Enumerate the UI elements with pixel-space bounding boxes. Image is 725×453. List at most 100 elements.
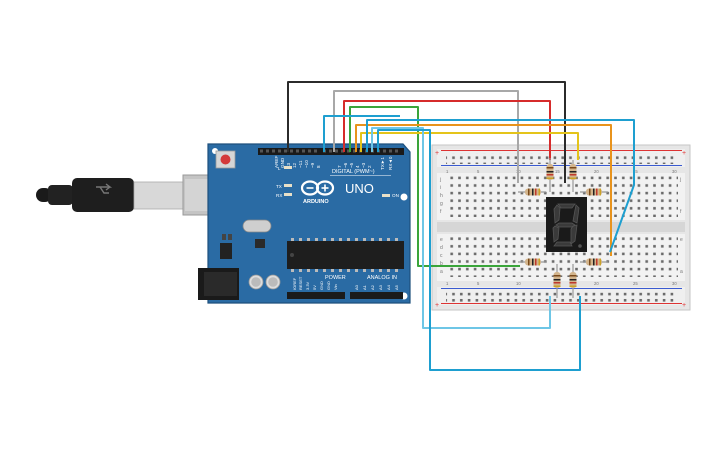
digital-header: [258, 148, 404, 155]
column-number: 5: [477, 169, 480, 174]
analog-pin-a4: A4: [386, 284, 391, 290]
crystal: [242, 219, 272, 233]
analog-pin-a2: A2: [370, 284, 375, 290]
wires[interactable]: [287, 81, 635, 371]
analog-pin-a5: A5: [394, 284, 399, 290]
row-letter: g: [440, 201, 443, 207]
column-number: 5: [477, 281, 480, 286]
power-pin-vin: Vin: [333, 284, 338, 290]
wire-red: [343, 100, 551, 160]
analog-in-label: ANALOG IN: [367, 275, 397, 281]
arduino-infinity-logo-icon: [300, 180, 335, 196]
column-number: 1: [446, 169, 449, 174]
segment-b: [572, 204, 580, 224]
rail-holes-bottom[interactable]: [446, 291, 678, 302]
pin-label-5: ~5: [349, 162, 354, 168]
power-pin-gnd-2: GND: [326, 281, 331, 290]
pin-label-8: 8: [316, 165, 321, 168]
wire-orange: [355, 124, 612, 256]
row-letter: j: [679, 177, 681, 183]
reset-button-icon[interactable]: [215, 150, 236, 169]
row-letter: e: [680, 237, 683, 243]
rail-plus-label-bottom-right: +: [682, 302, 686, 309]
usb-cable-icon[interactable]: [36, 174, 228, 216]
segment-a: [557, 203, 576, 209]
row-letter: c: [440, 253, 443, 259]
column-number: 10: [516, 281, 521, 286]
pin-label-7: 7: [337, 165, 342, 168]
resistor-6: [580, 258, 608, 266]
pin-label-13: 13: [286, 162, 291, 168]
resistor-4: [580, 188, 608, 196]
row-letter: a: [440, 269, 443, 275]
row-letter: i: [440, 185, 441, 191]
power-jack: [198, 268, 239, 300]
atmega-chip: [287, 238, 404, 272]
board-model: UNO: [345, 181, 374, 196]
segment-f: [553, 204, 561, 224]
breadboard[interactable]: + + + + j i h g f: [431, 144, 691, 311]
pin-label-3: ~3: [361, 162, 366, 168]
wire-yellow: [360, 132, 579, 160]
row-letter: e: [440, 237, 443, 243]
column-number: 15: [555, 169, 560, 174]
resistor-1: [518, 188, 546, 196]
resistors[interactable]: [518, 158, 608, 298]
power-header: [287, 292, 403, 299]
power-label: POWER: [325, 275, 346, 281]
analog-pin-a3: A3: [378, 284, 383, 290]
column-number: 20: [594, 281, 599, 286]
power-pin-3v3: 3.3V: [305, 281, 310, 290]
arduino-board[interactable]: AREF GND 13 12 ~11 ~10 ~9 8 7 ~6 ~5 4 ~3…: [198, 143, 411, 304]
wire-lightblue: [366, 119, 635, 253]
digital-pwm-label: DIGITAL (PWM~): [332, 169, 375, 175]
pin-label-gnd: GND: [280, 157, 285, 168]
wire-blue-lower: [371, 127, 551, 329]
row-letter: j: [439, 177, 441, 183]
regulator-chip: [255, 239, 265, 248]
rx-label: RX: [276, 193, 282, 198]
decimal-point: [578, 244, 582, 248]
row-letter: d: [440, 245, 443, 251]
row-letter: h: [440, 193, 443, 199]
board-brand: ARDUINO: [303, 199, 329, 205]
column-number: 20: [594, 169, 599, 174]
column-number: 30: [672, 169, 677, 174]
row-letter: f: [680, 209, 682, 215]
row-letter: b: [440, 261, 443, 267]
column-number: 25: [633, 169, 638, 174]
power-pin-gnd: GND: [319, 281, 324, 290]
pin-label-0: RX◄0: [388, 156, 393, 170]
mounting-hole: [400, 193, 408, 201]
segment-c: [570, 224, 578, 245]
segment-d: [553, 241, 573, 247]
segment-g: [555, 222, 576, 228]
l-label: L: [278, 166, 281, 171]
row-letter: a: [680, 269, 683, 275]
column-number: 25: [633, 281, 638, 286]
pin-label-4: 4: [355, 165, 360, 168]
pin-label-aref: AREF: [274, 156, 279, 168]
rail-plus-label-bottom: +: [435, 302, 439, 309]
on-label: ON: [392, 193, 399, 198]
seven-segment-display[interactable]: [546, 197, 587, 252]
rail-holes-top[interactable]: [446, 153, 678, 164]
pin-label-9: ~9: [310, 162, 315, 168]
resistor-5: [518, 258, 546, 266]
status-leds: TX RX L ON: [276, 166, 399, 198]
column-number: 30: [672, 281, 677, 286]
wire-blue-bottom: [377, 129, 581, 371]
power-pin-5v: 5V: [312, 285, 317, 290]
pin-label-2: 2: [367, 165, 372, 168]
resistor-2: [546, 158, 554, 192]
resistor-7: [553, 264, 561, 298]
analog-pin-a1: A1: [362, 284, 367, 290]
resistor-3: [569, 160, 577, 192]
segment-e: [552, 225, 560, 243]
pin-label-6: ~6: [343, 162, 348, 168]
wire-gray: [333, 90, 519, 183]
power-pin-ioref: IOREF: [292, 277, 297, 290]
voltage-regulator: [220, 243, 232, 259]
analog-pin-a0: A0: [354, 284, 359, 290]
